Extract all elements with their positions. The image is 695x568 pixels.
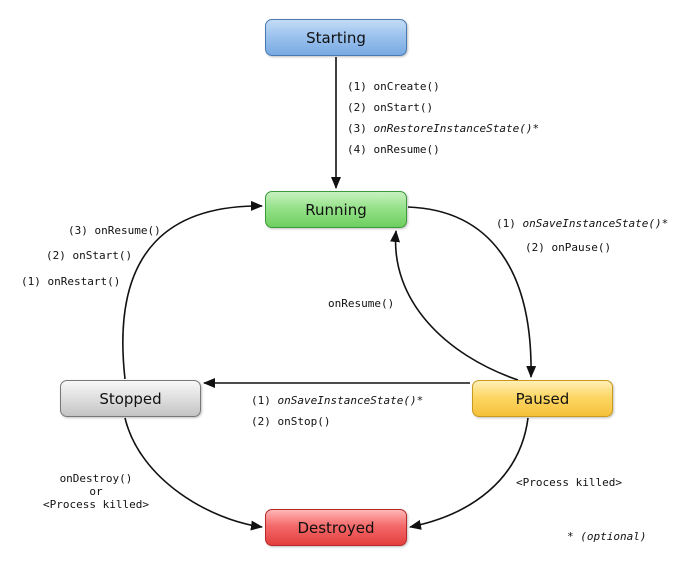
- callback-name: onResume(): [373, 143, 440, 156]
- destroy-label: onDestroy() or <Process killed>: [38, 472, 154, 511]
- stop-step-2: (2) onStop(): [251, 415, 330, 428]
- step-number: (1): [251, 394, 271, 407]
- state-running: Running: [265, 191, 407, 228]
- state-paused-label: Paused: [515, 389, 570, 408]
- callback-name: onStart(): [373, 101, 434, 114]
- process-killed-text: <Process killed>: [43, 498, 149, 511]
- step-number: (1): [496, 217, 516, 230]
- state-starting: Starting: [265, 19, 407, 56]
- pause-step-1: (1) onSaveInstanceState()*: [496, 217, 668, 230]
- start-step-3: (3) onRestoreInstanceState()*: [347, 122, 539, 135]
- callback-name: onRestart(): [47, 275, 121, 288]
- restart-step-2: (2) onStart(): [46, 249, 132, 262]
- optional-mark: *: [532, 122, 540, 135]
- pause-step-2: (2) onPause(): [525, 241, 611, 254]
- start-step-1: (1) onCreate(): [347, 80, 440, 93]
- footnote: * (optional): [567, 530, 646, 543]
- state-destroyed: Destroyed: [265, 509, 407, 546]
- resume-label: onResume(): [328, 297, 394, 310]
- step-number: (1): [21, 275, 41, 288]
- arrow-stopped-to-destroyed: [124, 417, 263, 531]
- callback-name: onPause(): [551, 241, 612, 254]
- process-killed-label: <Process killed>: [516, 476, 622, 489]
- start-step-2: (2) onStart(): [347, 101, 433, 114]
- state-paused: Paused: [472, 380, 613, 417]
- state-stopped: Stopped: [60, 380, 201, 417]
- step-number: (2): [46, 249, 66, 262]
- footnote-text: (optional): [580, 530, 647, 543]
- step-number: (2): [347, 101, 367, 114]
- process-killed-text: <Process killed>: [516, 476, 622, 489]
- step-number: (3): [347, 122, 367, 135]
- callback-name: onResume(): [94, 224, 161, 237]
- callback-name: onResume(): [328, 297, 395, 310]
- arrow-paused-to-destroyed: [409, 417, 529, 530]
- arrow-stopped-to-running: [122, 200, 263, 380]
- footnote-mark: *: [567, 530, 574, 543]
- step-number: (2): [525, 241, 545, 254]
- restart-step-3: (3) onResume(): [68, 224, 161, 237]
- arrow-paused-to-running: [390, 230, 519, 381]
- optional-mark: *: [416, 394, 424, 407]
- arrow-running-to-paused: [407, 206, 537, 378]
- state-running-label: Running: [305, 200, 367, 219]
- optional-mark: *: [661, 217, 669, 230]
- state-starting-label: Starting: [306, 28, 366, 47]
- callback-name: onDestroy(): [59, 472, 133, 485]
- stop-step-1: (1) onSaveInstanceState()*: [251, 394, 423, 407]
- step-number: (4): [347, 143, 367, 156]
- callback-name: onRestoreInstanceState(): [373, 122, 533, 135]
- callback-name: onCreate(): [373, 80, 440, 93]
- state-destroyed-label: Destroyed: [297, 518, 375, 537]
- step-number: (3): [68, 224, 88, 237]
- start-step-4: (4) onResume(): [347, 143, 440, 156]
- state-stopped-label: Stopped: [99, 389, 162, 408]
- or-text: or: [89, 485, 103, 498]
- callback-name: onSaveInstanceState(): [277, 394, 417, 407]
- callback-name: onSaveInstanceState(): [522, 217, 662, 230]
- step-number: (1): [347, 80, 367, 93]
- restart-step-1: (1) onRestart(): [21, 275, 120, 288]
- step-number: (2): [251, 415, 271, 428]
- callback-name: onStart(): [72, 249, 133, 262]
- callback-name: onStop(): [277, 415, 331, 428]
